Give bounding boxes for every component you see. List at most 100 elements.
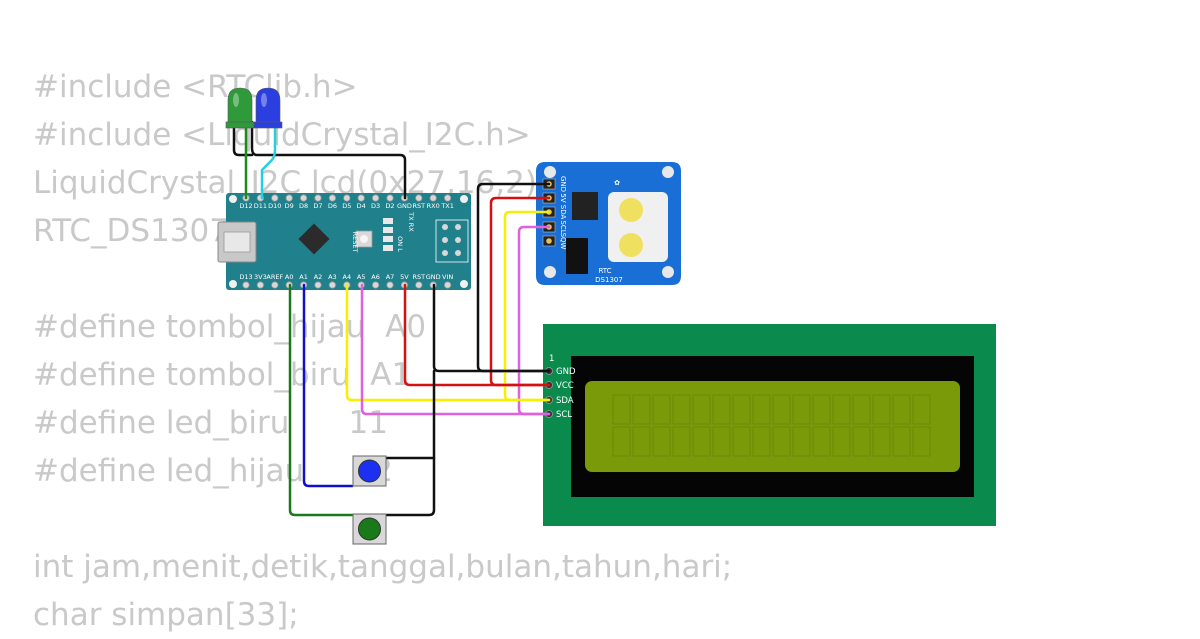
- rtc-pin-label: SCL: [559, 220, 567, 233]
- arduino-bottom-pin-label: A4: [343, 273, 352, 281]
- adafruit-logo-icon: ✿: [614, 179, 620, 187]
- arduino-bottom-pin-label: A2: [314, 273, 323, 281]
- wire-nano-a5-scl[interactable]: [360, 283, 551, 416]
- tombol-hijau[interactable]: [352, 513, 387, 545]
- arduino-top-pin-label: D12: [239, 202, 252, 210]
- rtc-pin[interactable]: [546, 238, 552, 244]
- arduino-top-pin[interactable]: [386, 194, 394, 202]
- lcd-char-cell: [832, 394, 851, 425]
- rtc-pin-label: 5V: [559, 193, 567, 202]
- wire-gnd-button-hijau[interactable]: [383, 369, 436, 517]
- arduino-bottom-pin-label: GND: [426, 273, 441, 281]
- arduino-top-pin-label: D10: [268, 202, 281, 210]
- led-biru[interactable]: [253, 87, 283, 129]
- arduino-top-pin[interactable]: [328, 194, 336, 202]
- arduino-top-pin[interactable]: [343, 194, 351, 202]
- icsp-header: [435, 219, 469, 263]
- status-led: [383, 227, 393, 233]
- arduino-bottom-pin[interactable]: [242, 281, 250, 289]
- arduino-bottom-pin-label: A0: [285, 273, 294, 281]
- arduino-top-pin[interactable]: [314, 194, 322, 202]
- led-hijau[interactable]: [225, 87, 255, 129]
- lcd-char-cell: [712, 426, 731, 457]
- arduino-bottom-pin-label: D13: [239, 273, 252, 281]
- lcd-screen: [585, 381, 960, 472]
- wire-nano-a4-sda[interactable]: [345, 283, 551, 402]
- arduino-top-pin[interactable]: [443, 194, 452, 202]
- arduino-top-pin[interactable]: [357, 194, 365, 202]
- lcd-char-cell: [792, 426, 811, 457]
- rtc-mounting-hole: [544, 266, 556, 278]
- lcd-char-cell: [812, 394, 831, 425]
- icsp-pin: [455, 250, 461, 256]
- tombol-hijau-cap[interactable]: [358, 517, 381, 541]
- arduino-bottom-pin[interactable]: [371, 281, 380, 289]
- arduino-top-pin[interactable]: [299, 194, 308, 202]
- arduino-bottom-pin-label: A5: [357, 273, 366, 281]
- arduino-top-pin-label: GND: [397, 202, 412, 210]
- arduino-bottom-pin[interactable]: [443, 281, 452, 289]
- led-hijau-body[interactable]: [227, 87, 253, 128]
- arduino-bottom-pin[interactable]: [328, 281, 336, 289]
- lcd-char-cell: [672, 394, 691, 425]
- code-line: #define led_biru 11: [33, 405, 388, 441]
- lcd-char-cell: [612, 394, 631, 425]
- arduino-top-pin-label: D7: [313, 202, 322, 210]
- wire-gnd-leds[interactable]: [250, 120, 407, 200]
- arduino-bottom-pin-label: 5V: [400, 273, 409, 281]
- tombol-biru-cap[interactable]: [358, 459, 381, 483]
- tombol-biru[interactable]: [352, 455, 387, 487]
- wire-led-biru[interactable]: [260, 120, 277, 200]
- wire-gnd-led-green[interactable]: [232, 120, 254, 157]
- arduino-bottom-pin-label: AREF: [266, 273, 283, 281]
- wire-tombol-biru[interactable]: [302, 283, 354, 488]
- reset-button-cap[interactable]: [360, 235, 368, 243]
- wire-nano-5v[interactable]: [403, 283, 551, 387]
- arduino-top-pin-label: D3: [371, 202, 380, 210]
- rtc-mounting-hole: [662, 166, 674, 178]
- arduino-top-pin-label: D9: [285, 202, 294, 210]
- led-biru-shine: [261, 93, 267, 107]
- led-biru-body[interactable]: [255, 87, 281, 128]
- rtc-model-label: DS1307: [595, 276, 623, 284]
- icsp-pin: [442, 237, 448, 243]
- lcd-char-cell: [872, 426, 891, 457]
- arduino-bottom-pin[interactable]: [256, 281, 264, 289]
- code-line: #include <RTClib.h>: [33, 69, 358, 105]
- lcd-char-cell: [832, 426, 851, 457]
- arduino-bottom-pin[interactable]: [314, 281, 322, 289]
- arduino-top-pin[interactable]: [285, 194, 293, 202]
- arduino-bottom-pin-label: 3V3: [254, 273, 267, 281]
- code-line: char simpan[33];: [33, 597, 299, 633]
- lcd-pin1-label: 1: [549, 354, 554, 364]
- icsp-pin: [442, 250, 448, 256]
- led-hijau-base: [225, 121, 255, 129]
- arduino-top-pin[interactable]: [415, 194, 423, 202]
- code-line: #define tombol_hijau A0: [33, 309, 427, 345]
- arduino-board: [226, 193, 471, 290]
- lcd-char-cell: [692, 394, 711, 425]
- lcd-char-cell: [732, 426, 751, 457]
- rtc-pin-label: GND: [559, 176, 567, 192]
- arduino-bottom-pin-label: VIN: [442, 273, 453, 281]
- arduino-bottom-pin[interactable]: [415, 281, 423, 289]
- arduino-bottom-pin[interactable]: [271, 281, 279, 289]
- arduino-top-pin-label: TX1: [440, 202, 454, 210]
- arduino-top-pin[interactable]: [271, 194, 279, 202]
- rtc-pin-label: SDA: [559, 205, 567, 220]
- wire-tombol-hijau[interactable]: [288, 283, 354, 517]
- usb-port: [223, 231, 251, 253]
- arduino-bottom-pin[interactable]: [386, 281, 394, 289]
- arduino-top-pin[interactable]: [429, 194, 437, 202]
- arduino-top-pin[interactable]: [371, 194, 380, 202]
- lcd-pin-label: VCC: [556, 381, 574, 391]
- on-l-label: ON L: [396, 236, 404, 252]
- lcd-char-cell: [852, 426, 871, 457]
- arduino-bottom-pin-label: A3: [328, 273, 337, 281]
- wire-nano-gnd[interactable]: [432, 283, 551, 373]
- rtc-mounting-hole: [544, 166, 556, 178]
